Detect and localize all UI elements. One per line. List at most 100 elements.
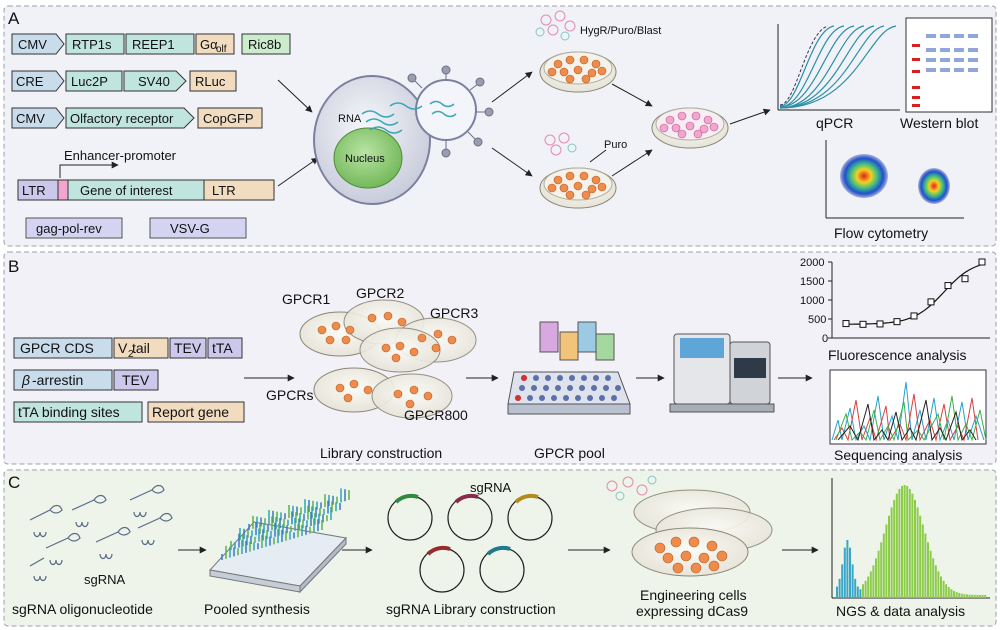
fluorescence-chart: 2000 1500 1000 500 0 Fluorescence analys… [800, 257, 990, 363]
svg-text:RTP1s: RTP1s [72, 37, 112, 52]
histogram-bar [893, 499, 896, 598]
svg-text:gag-pol-rev: gag-pol-rev [36, 221, 102, 236]
dish-label-gpcr2: GPCR2 [356, 285, 404, 301]
histogram-bar [963, 594, 966, 598]
histogram-bar [908, 488, 911, 598]
histogram-bar [929, 550, 932, 598]
histogram-bar [851, 564, 854, 598]
sgrna-label-library: sgRNA [470, 480, 512, 495]
histogram-bar [869, 571, 872, 598]
step-expressing-dcas9: expressing dCas9 [636, 603, 748, 619]
plate-reader-instrument [669, 333, 775, 413]
data-point [876, 320, 884, 328]
pooled-synthesis-chip [209, 488, 350, 594]
histogram-bar [867, 576, 870, 598]
histogram-bar [859, 589, 862, 598]
sgrna-oligonucleotides [29, 484, 173, 582]
dish-label-gpcr1: GPCR1 [282, 291, 330, 307]
histogram-bar [888, 515, 890, 598]
arrow-dish-top-to-merged [611, 83, 653, 107]
histogram-bar [927, 542, 929, 598]
svg-text:Gene of interest: Gene of interest [80, 183, 173, 198]
engineered-cell-dishes [606, 475, 773, 577]
svg-text:SV40: SV40 [138, 74, 170, 89]
western-blot-label: Western blot [900, 115, 978, 131]
svg-text:TEV: TEV [174, 340, 202, 356]
arrow-lenti-to-cell [277, 157, 319, 187]
arrow-constructs-to-cell [277, 79, 313, 113]
step-ngs-data-analysis: NGS & data analysis [836, 603, 965, 619]
svg-text:TEV: TEV [122, 372, 150, 388]
data-point [944, 282, 952, 290]
svg-text:Report gene: Report gene [152, 404, 229, 420]
arrow-to-analysis [729, 108, 771, 125]
histogram-bar [937, 571, 940, 598]
histogram-bar [924, 533, 927, 598]
svg-text:2: 2 [128, 349, 134, 360]
histogram-bar [932, 558, 935, 598]
svg-text:GPCR CDS: GPCR CDS [20, 340, 94, 356]
selection-label-bottom: Puro [604, 139, 627, 151]
histogram-bar [945, 584, 948, 598]
flow-cytometry-plot: Flow cytometry [825, 140, 964, 241]
histogram-bar [976, 594, 979, 598]
dish-label-gpcr3: GPCR3 [430, 305, 478, 321]
panel-label-c: C [8, 473, 20, 492]
svg-text:Enhancer-promoter: Enhancer-promoter [64, 148, 177, 163]
svg-text:CMV: CMV [18, 37, 47, 52]
svg-text:-arrestin: -arrestin [32, 372, 83, 388]
histogram-bar [971, 594, 974, 598]
histogram-bar [872, 565, 875, 598]
construct-4-lentiviral: Enhancer-promoter LTR Gene of interest L… [17, 148, 275, 201]
panel-label-a: A [8, 9, 20, 28]
histogram-bar [958, 593, 961, 598]
histogram-bar [966, 594, 968, 598]
y-tick-0: 0 [822, 333, 828, 345]
histogram-bar [955, 592, 958, 598]
data-point [893, 318, 901, 326]
histogram-bar [849, 547, 851, 598]
histogram-bar [877, 550, 880, 598]
histogram-bar [856, 586, 859, 598]
histogram-bar [882, 533, 885, 598]
histogram-bar [838, 578, 841, 598]
svg-text:LTR: LTR [212, 183, 236, 198]
qpcr-label: qPCR [816, 115, 853, 131]
arrow-cell-to-dish-bottom [491, 147, 533, 177]
arrow-dish-bottom-to-merged [611, 149, 653, 177]
y-tick-2000: 2000 [800, 257, 824, 269]
construct-2: CRE Luc2P SV40 RLuc [11, 70, 237, 92]
svg-text:Olfactory receptor: Olfactory receptor [70, 111, 174, 126]
selection-dish-bottom: Puro [539, 132, 627, 209]
step-sgrna-oligonucleotide: sgRNA oligonucleotide [12, 601, 153, 617]
histogram-bar [919, 515, 922, 598]
histogram-bar [911, 493, 914, 598]
svg-text:V: V [118, 340, 128, 356]
svg-text:Gα: Gα [200, 37, 218, 52]
data-point [842, 320, 850, 328]
histogram-bar [968, 594, 971, 598]
histogram-bar [950, 589, 953, 598]
svg-text:CRE: CRE [16, 74, 44, 89]
step-gpcr-pool: GPCR pool [534, 445, 605, 461]
histogram-bar [960, 593, 963, 598]
panel-b-construct-3: tTA binding sites Report gene [13, 401, 245, 423]
step-pooled-synthesis: Pooled synthesis [204, 601, 310, 617]
gpcr-pool-plate: GPCR pool [507, 321, 631, 461]
selection-label-top: HygR/Puro/Blast [580, 25, 661, 37]
helper-plasmids: gag-pol-rev VSV-G [25, 217, 247, 239]
dish-label-gpcr800: GPCR800 [404, 407, 468, 423]
svg-text:Luc2P: Luc2P [71, 74, 108, 89]
rna-label: RNA [338, 113, 362, 125]
y-tick-1500: 1500 [800, 276, 824, 288]
step-sgrna-library-construction: sgRNA Library construction [386, 601, 556, 617]
qpcr-plot: qPCR [777, 24, 900, 131]
data-point [978, 258, 986, 266]
sgrna-label-left: sgRNA [84, 572, 126, 587]
nucleus-label: Nucleus [345, 153, 385, 165]
histogram-bar [895, 493, 898, 598]
sequencing-analysis-label: Sequencing analysis [834, 447, 962, 463]
data-point [927, 298, 935, 306]
y-tick-1000: 1000 [800, 295, 824, 307]
